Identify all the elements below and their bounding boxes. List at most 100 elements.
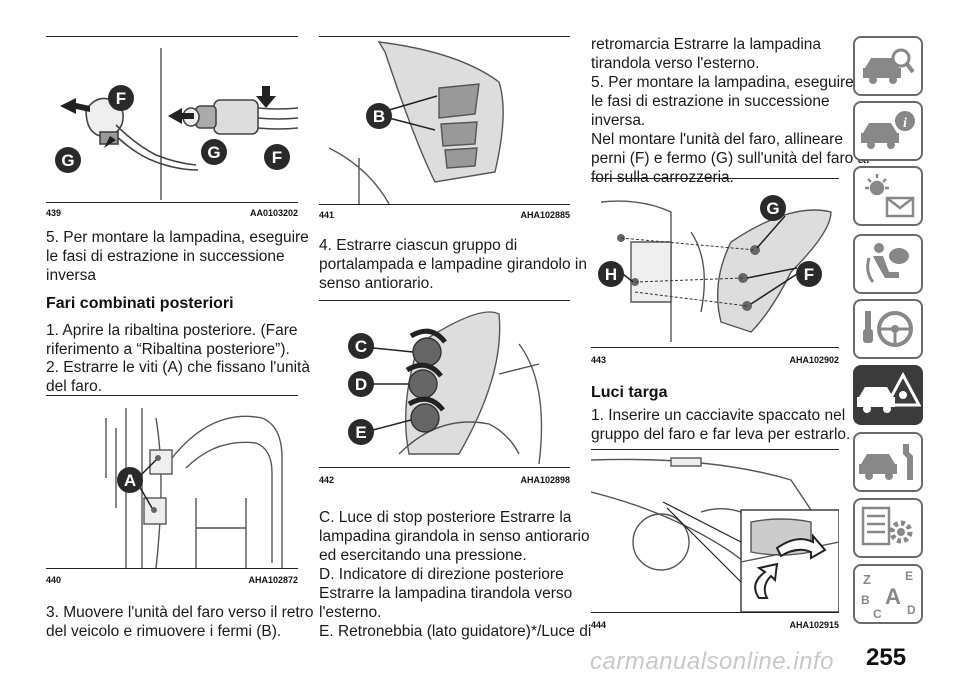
paragraph-line: C. Luce di stop posteriore Estrarre la <box>319 509 572 526</box>
paragraph-line: del faro. <box>46 378 103 395</box>
figure-top-rule <box>46 395 298 396</box>
paragraph-line: fori sulla carrozzeria. <box>591 169 734 186</box>
figure-top-rule <box>591 178 839 179</box>
paragraph-line: 4. Estrarre ciascun gruppo di <box>319 237 518 254</box>
watermark: carmanualsonline.info <box>590 648 834 675</box>
figure-code: AA0103202 <box>249 208 298 218</box>
alphabet-index-icon: Z E B A C D <box>861 569 916 621</box>
figure-caption-rule <box>46 568 298 569</box>
figure-caption-442: 442 AHA102898 <box>319 475 570 487</box>
label-F: F <box>116 89 126 108</box>
paragraph-line: E. Retronebbia (lato guidatore)*/Luce di <box>319 623 592 640</box>
paragraph-line: Nel montare l'unità del faro, allineare <box>591 131 843 148</box>
figure-caption-441: 441 AHA102885 <box>319 210 570 222</box>
paragraph-line: 1. Inserire un cacciavite spaccato nel <box>591 407 846 424</box>
label-E: E <box>355 423 366 442</box>
figure-441: B <box>319 38 570 204</box>
paragraph-line: 5. Per montare la lampadina, eseguire <box>46 229 309 246</box>
figure-caption-440: 440 AHA102872 <box>46 575 298 587</box>
paragraph-line: gruppo del faro e far leva per estrarlo. <box>591 426 851 443</box>
airbag-seat-icon <box>866 243 909 283</box>
paragraph-line: l'esterno. <box>319 604 382 621</box>
figure-443: G H F <box>591 182 839 347</box>
figure-442: C D E <box>319 304 570 467</box>
paragraph-line: 3. Muovere l'unità del faro verso il ret… <box>46 604 314 621</box>
label-G: G <box>766 199 779 218</box>
warning-lights-mail-icon <box>865 174 915 218</box>
tab-specs[interactable] <box>853 498 923 558</box>
page-number: 255 <box>866 644 907 671</box>
figure-top-rule <box>46 36 298 37</box>
svg-text:B: B <box>861 593 870 607</box>
figure-caption-rule <box>591 347 839 348</box>
paragraph-line: senso antiorario. <box>319 275 434 292</box>
section-heading: Fari combinati posteriori <box>46 295 234 312</box>
paragraph-line: portalampada e lampadine girandolo in <box>319 256 587 273</box>
paragraph-line: del veicolo e rimuovere i fermi (B). <box>46 623 282 640</box>
figure-top-rule <box>591 449 839 450</box>
figure-439: F G G F <box>46 40 298 202</box>
svg-text:Z: Z <box>863 572 871 587</box>
specs-gear-icon <box>861 506 913 546</box>
figure-code: AHA102885 <box>520 210 570 220</box>
svg-text:E: E <box>905 569 913 583</box>
figure-caption-443: 443 AHA102902 <box>591 355 839 367</box>
paragraph-line: 1. Aprire la ribaltina posteriore. (Fare <box>46 322 298 339</box>
label-D: D <box>355 375 367 394</box>
tab-airbag-seat[interactable] <box>853 234 923 294</box>
car-search-icon <box>863 48 915 84</box>
paragraph-line: 5. Per montare la lampadina, eseguire <box>591 74 854 91</box>
paragraph-line: le fasi di estrazione in successione <box>591 93 830 110</box>
figure-440: A <box>46 398 298 568</box>
paragraph-line: le fasi di estrazione in successione <box>46 248 285 265</box>
key-steering-wheel-icon <box>863 311 913 347</box>
svg-text:i: i <box>903 116 907 131</box>
car-maintenance-icon <box>859 444 913 480</box>
paragraph-line: D. Indicatore di direzione posteriore <box>319 566 564 583</box>
figure-code: AHA102898 <box>520 475 570 485</box>
figure-code: AHA102872 <box>248 575 298 585</box>
paragraph-line: retromarcia Estrarre la lampadina <box>591 36 822 53</box>
figure-caption-rule <box>46 202 298 203</box>
paragraph-line: inversa. <box>591 112 646 129</box>
tab-warning-lights[interactable] <box>853 166 923 226</box>
figure-code: AHA102915 <box>789 620 839 630</box>
paragraph-line: 2. Estrarre le viti (A) che fissano l'un… <box>46 359 310 376</box>
figure-number: 443 <box>591 355 607 365</box>
tab-alphabetical-index[interactable]: Z E B A C D <box>853 564 923 624</box>
paragraph-line: tirandola verso l'esterno. <box>591 55 760 72</box>
figure-caption-rule <box>319 467 570 468</box>
label-H: H <box>605 265 617 284</box>
paragraph-line: riferimento a “Ribaltina posteriore”). <box>46 341 290 358</box>
paragraph-line: perni (F) e fermo (G) sull'unità del far… <box>591 150 870 167</box>
section-heading: Luci targa <box>591 384 668 401</box>
figure-top-rule <box>319 300 570 301</box>
svg-text:C: C <box>873 607 882 621</box>
tab-car-search[interactable] <box>853 36 923 96</box>
label-C: C <box>355 337 367 356</box>
figure-caption-444: 444 AHA102915 <box>591 620 839 632</box>
tab-key-steering[interactable] <box>853 299 923 359</box>
figure-444 <box>591 452 839 612</box>
paragraph-line: ed esercitando una pressione. <box>319 547 527 564</box>
label-F: F <box>804 265 814 284</box>
breakdown-warning-icon <box>857 371 921 413</box>
label-A: A <box>124 471 136 490</box>
figure-number: 444 <box>591 620 607 630</box>
figure-caption-439: 439 AA0103202 <box>46 208 298 220</box>
figure-number: 440 <box>46 575 62 585</box>
figure-code: AHA102902 <box>789 355 839 365</box>
tab-maintenance[interactable] <box>853 432 923 492</box>
car-info-icon: i <box>861 111 915 149</box>
figure-caption-rule <box>591 612 839 613</box>
paragraph-line: inversa <box>46 267 96 284</box>
figure-number: 441 <box>319 210 335 220</box>
figure-number: 439 <box>46 208 62 218</box>
paragraph-line: lampadina girandola in senso antiorario <box>319 528 590 545</box>
tab-car-info[interactable]: i <box>853 101 923 161</box>
figure-caption-rule <box>319 204 570 205</box>
tab-breakdown[interactable] <box>853 365 923 425</box>
paragraph-line: Estrarre la lampadina tirandola verso <box>319 585 573 602</box>
svg-text:D: D <box>907 603 916 617</box>
figure-top-rule <box>319 36 570 37</box>
